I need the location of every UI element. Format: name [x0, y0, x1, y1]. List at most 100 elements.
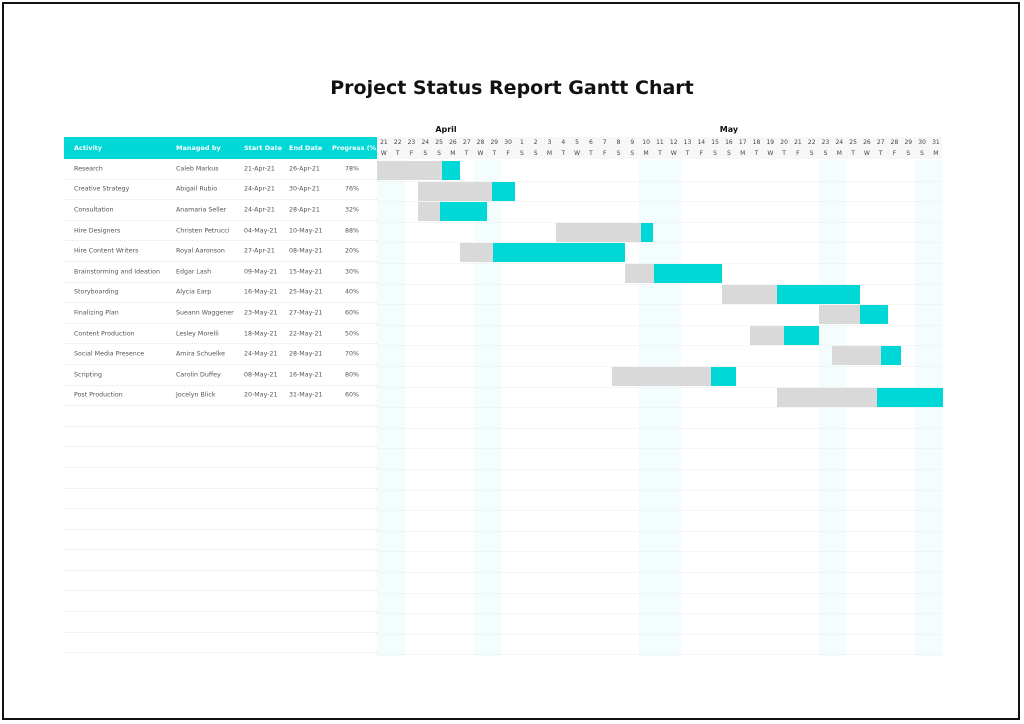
cell-start: 24-Apr-21 [244, 206, 275, 214]
cell-end: 28-May-21 [289, 350, 323, 358]
weekday-label: T [658, 150, 662, 157]
day-label: 19 [766, 139, 775, 146]
cell-end: 25-May-21 [289, 288, 323, 296]
cell-end: 31-May-21 [289, 391, 323, 399]
row-gridline [377, 201, 942, 203]
table-header: Activity Managed by Start Date End Date … [64, 137, 379, 159]
row-gridline [377, 263, 942, 264]
weekday-label: F [409, 150, 414, 157]
table-row [64, 406, 377, 427]
day-label: 18 [752, 139, 761, 146]
bar-remaining [876, 387, 943, 407]
weekday-label: F [506, 150, 510, 157]
weekday-label: S [533, 150, 538, 157]
cell-end: 10-May-21 [289, 227, 323, 235]
cell-activity: Post Production [74, 391, 123, 399]
weekday-label: S [920, 150, 924, 157]
cell-progress: 50% [345, 330, 359, 338]
day-label: 23 [821, 139, 830, 146]
day-label: 10 [642, 139, 650, 146]
header-activity: Activity [74, 144, 103, 152]
weekday-label: T [851, 150, 855, 157]
day-label: 5 [575, 139, 579, 146]
cell-activity: Brainstorming and Ideation [74, 268, 160, 276]
day-label: 22 [393, 139, 402, 146]
row-gridline [377, 221, 942, 223]
weekday-label: F [796, 150, 800, 157]
bar-remaining [860, 305, 888, 325]
chart-title: Project Status Report Gantt Chart [330, 77, 694, 99]
header-start-date: Start Date [244, 144, 283, 152]
header-end-date: End Date [289, 144, 323, 152]
cell-activity: Scripting [74, 371, 103, 379]
row-gridline [377, 489, 942, 491]
weekday-label: W [380, 150, 387, 157]
cell-activity: Content Production [74, 330, 135, 338]
bar-progress [459, 243, 493, 263]
row-gridline [377, 407, 942, 409]
weekday-label: M [450, 150, 456, 157]
day-label: 26 [449, 139, 457, 146]
day-label: 3 [547, 139, 552, 146]
day-label: 30 [504, 139, 512, 146]
day-label: 24 [421, 139, 430, 146]
day-label: 28 [476, 139, 485, 146]
weekday-label: S [713, 150, 717, 157]
cell-manager: Carolin Duffey [176, 371, 221, 379]
table-row [64, 633, 377, 654]
weekday-label: T [561, 150, 566, 157]
weekday-label: S [906, 150, 911, 157]
bar-progress [749, 325, 785, 345]
day-label: 23 [407, 139, 416, 146]
cell-manager: Royal Aaronson [176, 247, 225, 255]
day-label: 29 [490, 139, 499, 146]
table-row [64, 447, 377, 468]
day-label: 25 [849, 139, 857, 146]
day-label: 28 [890, 139, 899, 146]
table-row [64, 530, 377, 551]
weekday-label: S [437, 150, 441, 157]
weekday-label: M [546, 150, 553, 157]
cell-progress: 88% [345, 227, 359, 235]
month-label: May [719, 125, 739, 134]
cell-progress: 20% [345, 247, 359, 255]
weekday-label: T [685, 150, 690, 157]
cell-start: 23-May-21 [244, 309, 278, 317]
cell-activity: Hire Content Writers [74, 247, 139, 255]
row-gridline [377, 304, 942, 306]
weekday-label: M [836, 150, 842, 157]
bar-progress [722, 284, 778, 304]
cell-manager: Christen Petrucci [176, 227, 230, 235]
bar-remaining [710, 367, 736, 386]
cell-end: 30-Apr-21 [289, 185, 320, 193]
cell-manager: Jocelyn Blick [176, 391, 216, 399]
task-table: Activity Managed by Start Date End Date … [64, 137, 379, 654]
cell-progress: 32% [345, 206, 359, 214]
weekday-label: W [863, 150, 870, 157]
bar-progress [556, 222, 642, 242]
row-gridline [377, 510, 942, 512]
cell-end: 16-May-21 [289, 371, 323, 379]
weekday-label: S [809, 150, 814, 157]
table-row [64, 427, 377, 448]
cell-end: 15-May-21 [289, 268, 323, 276]
cell-progress: 76% [345, 185, 359, 193]
bar-progress [818, 305, 860, 325]
cell-activity: Consultation [74, 206, 114, 214]
bar-remaining [654, 264, 722, 283]
day-label: 15 [711, 139, 719, 146]
day-label: 21 [794, 139, 802, 146]
bar-remaining [777, 284, 860, 304]
cell-activity: Finalizing Plan [74, 309, 119, 317]
day-label: 7 [602, 139, 607, 146]
weekday-label: F [892, 150, 897, 157]
bar-progress [377, 161, 442, 180]
day-label: 4 [561, 139, 566, 146]
cell-manager: Lesley Morelli [176, 330, 219, 338]
